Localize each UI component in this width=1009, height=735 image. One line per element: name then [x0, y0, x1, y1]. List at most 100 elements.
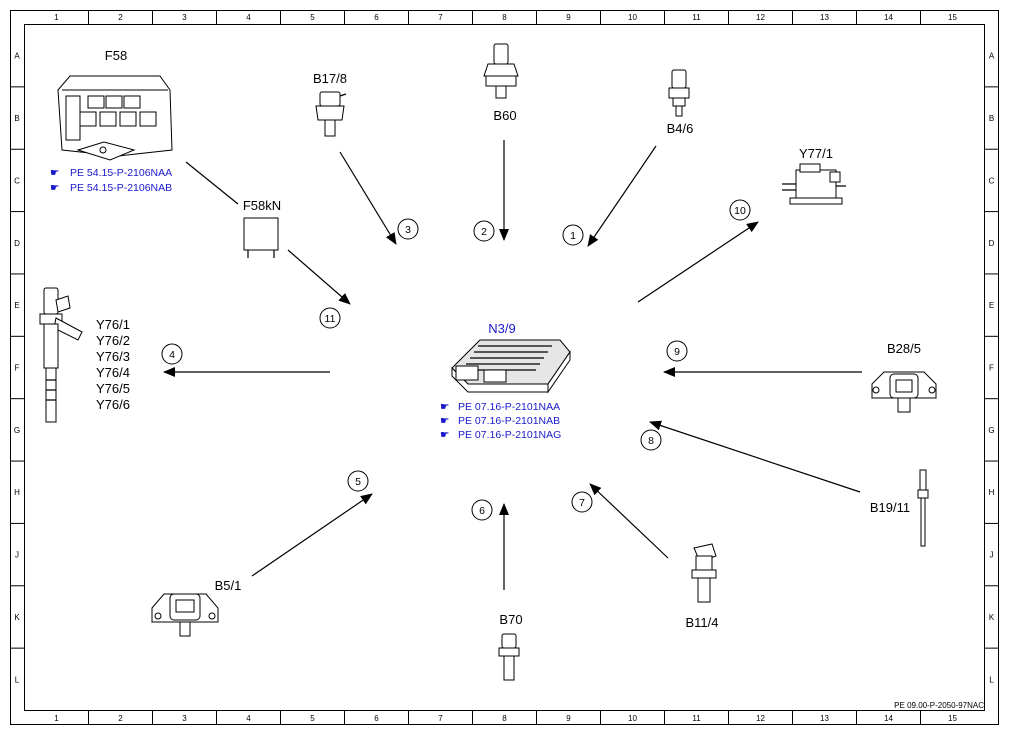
ecu-ref-2-text: PE 07.16-P-2101NAB: [458, 415, 560, 427]
grid-col-label-top: 11: [692, 13, 701, 22]
arrow-3-marker[interactable]: 3: [397, 218, 419, 240]
grid-col-label-top: 4: [246, 13, 251, 22]
ecu-ref-3[interactable]: ☛ PE 07.16-P-2101NAG: [440, 429, 561, 441]
grid-col-label-top: 9: [566, 13, 571, 22]
grid-col-label-top: 6: [374, 13, 379, 22]
grid-row-label-left: J: [15, 551, 19, 560]
arrow-7-marker[interactable]: 7: [571, 491, 593, 513]
component-b28-5[interactable]: B28/5: [871, 341, 937, 413]
grid-row-label-right: E: [989, 301, 994, 310]
grid-row-label-left: F: [15, 364, 20, 373]
pointing-hand-icon: ☛: [440, 429, 449, 441]
grid-col-label-bottom: 1: [54, 714, 59, 723]
arrow-6-marker[interactable]: 6: [471, 499, 493, 521]
grid-row-label-right: L: [989, 675, 994, 684]
component-b11-4[interactable]: B11/4: [685, 543, 719, 630]
grid-col-label-bottom: 3: [182, 714, 187, 723]
pressure-sensor-b28-5-drawing: [871, 371, 937, 413]
sheet-frame: 1122334455667788991010111112121313141415…: [10, 10, 999, 725]
arrow-10-marker[interactable]: 10: [729, 199, 751, 221]
component-b19-11[interactable]: B19/11: [870, 469, 929, 547]
grid-col-label-bottom: 14: [884, 714, 893, 723]
b5-1-label: B5/1: [215, 578, 242, 593]
component-f58[interactable]: F58 ☛ PE 54.15-P-2106NAA ☛ PE 54.15-P-21…: [50, 48, 173, 194]
valve-y77-1-drawing: [782, 163, 846, 205]
grid-col-label-top: 10: [628, 13, 637, 22]
f58-ref-1-text: PE 54.15-P-2106NAA: [70, 167, 172, 179]
grid-col-label-top: 5: [310, 13, 315, 22]
arrow-1-marker[interactable]: 1: [562, 224, 584, 246]
arrow-2-number: 2: [481, 226, 487, 238]
grid-row-label-left: E: [14, 301, 19, 310]
component-y77-1[interactable]: Y77/1: [782, 146, 846, 205]
pointing-hand-icon: ☛: [50, 182, 59, 194]
y76-label-list: Y76/1 Y76/2 Y76/3 Y76/4 Y76/5 Y76/6: [96, 317, 130, 412]
grid-col-label-bottom: 8: [502, 714, 507, 723]
arrow-9-number: 9: [674, 346, 680, 358]
grid-col-label-top: 2: [118, 13, 123, 22]
pointing-hand-icon: ☛: [50, 167, 59, 179]
grid-row-label-left: K: [14, 613, 20, 622]
arrow-9-marker[interactable]: 9: [666, 340, 688, 362]
grid-col-label-bottom: 13: [820, 714, 829, 723]
arrow-8-line: [649, 420, 861, 493]
grid-col-label-top: 12: [756, 13, 765, 22]
component-y76[interactable]: Y76/1 Y76/2 Y76/3 Y76/4 Y76/5 Y76/6: [39, 287, 130, 423]
component-b70[interactable]: B70: [498, 612, 523, 681]
temp-probe-b19-11-drawing: [917, 469, 929, 547]
grid-row-label-left: L: [15, 675, 20, 684]
y76-label-3: Y76/3: [96, 349, 130, 364]
component-b4-6[interactable]: B4/6: [667, 69, 694, 136]
arrow-8-number: 8: [648, 435, 654, 447]
arrow-11-line: [287, 249, 351, 305]
f58-ref-2[interactable]: ☛ PE 54.15-P-2106NAB: [50, 182, 172, 194]
y76-label-4: Y76/4: [96, 365, 130, 380]
grid-row-label-right: G: [988, 426, 994, 435]
component-b5-1[interactable]: B5/1: [151, 578, 242, 637]
y76-label-6: Y76/6: [96, 397, 130, 412]
grid-row-label-left: C: [14, 176, 20, 185]
arrow-5-marker[interactable]: 5: [347, 470, 369, 492]
f58-ref-2-text: PE 54.15-P-2106NAB: [70, 182, 172, 194]
b4-6-label: B4/6: [667, 121, 694, 136]
ecu-n3-9[interactable]: N3/9 ☛ PE 07.16-P-2101NAA ☛ PE 07.16-P-2…: [440, 321, 571, 441]
arrow-1-line: [587, 145, 657, 247]
grid-col-label-bottom: 7: [438, 714, 443, 723]
ecu-reference-list: ☛ PE 07.16-P-2101NAA ☛ PE 07.16-P-2101NA…: [440, 401, 561, 441]
sheet-footer-reference: PE 09.00-P-2050-97NAC: [894, 701, 984, 710]
component-f58kn[interactable]: F58kN: [243, 198, 281, 258]
grid-row-label-right: A: [989, 52, 995, 61]
b17-8-label: B17/8: [313, 71, 347, 86]
f58-label: F58: [105, 48, 127, 63]
ecu-ref-2[interactable]: ☛ PE 07.16-P-2101NAB: [440, 415, 560, 427]
y76-label-5: Y76/5: [96, 381, 130, 396]
ecu-ref-3-text: PE 07.16-P-2101NAG: [458, 429, 561, 441]
grid-col-label-top: 15: [948, 13, 957, 22]
grid-row-label-right: H: [989, 488, 995, 497]
grid-col-label-top: 13: [820, 13, 829, 22]
component-b60[interactable]: B60: [483, 43, 519, 123]
grid-row-label-right: B: [989, 114, 994, 123]
grid-col-label-bottom: 12: [756, 714, 765, 723]
sensor-b60-drawing: [483, 43, 519, 99]
arrow-11-marker[interactable]: 11: [319, 307, 341, 329]
grid-row-label-right: J: [990, 551, 994, 560]
grid-row-label-left: A: [14, 52, 20, 61]
fuse-box-drawing: [57, 75, 173, 161]
grid-col-label-bottom: 5: [310, 714, 315, 723]
y76-label-1: Y76/1: [96, 317, 130, 332]
grid-row-label-left: G: [14, 426, 20, 435]
grid-col-label-top: 7: [438, 13, 443, 22]
arrow-8-marker[interactable]: 8: [640, 429, 662, 451]
grid-row-label-left: D: [14, 239, 20, 248]
y77-1-label: Y77/1: [799, 146, 833, 161]
ecu-ref-1[interactable]: ☛ PE 07.16-P-2101NAA: [440, 401, 560, 413]
arrow-4-marker[interactable]: 4: [161, 343, 183, 365]
f58-ref-1[interactable]: ☛ PE 54.15-P-2106NAA: [50, 167, 172, 179]
component-b17-8[interactable]: B17/8: [313, 71, 347, 137]
arrow-2-marker[interactable]: 2: [473, 220, 495, 242]
arrow-10-number: 10: [734, 205, 746, 217]
grid-col-label-bottom: 10: [628, 714, 637, 723]
grid-col-label-bottom: 15: [948, 714, 957, 723]
